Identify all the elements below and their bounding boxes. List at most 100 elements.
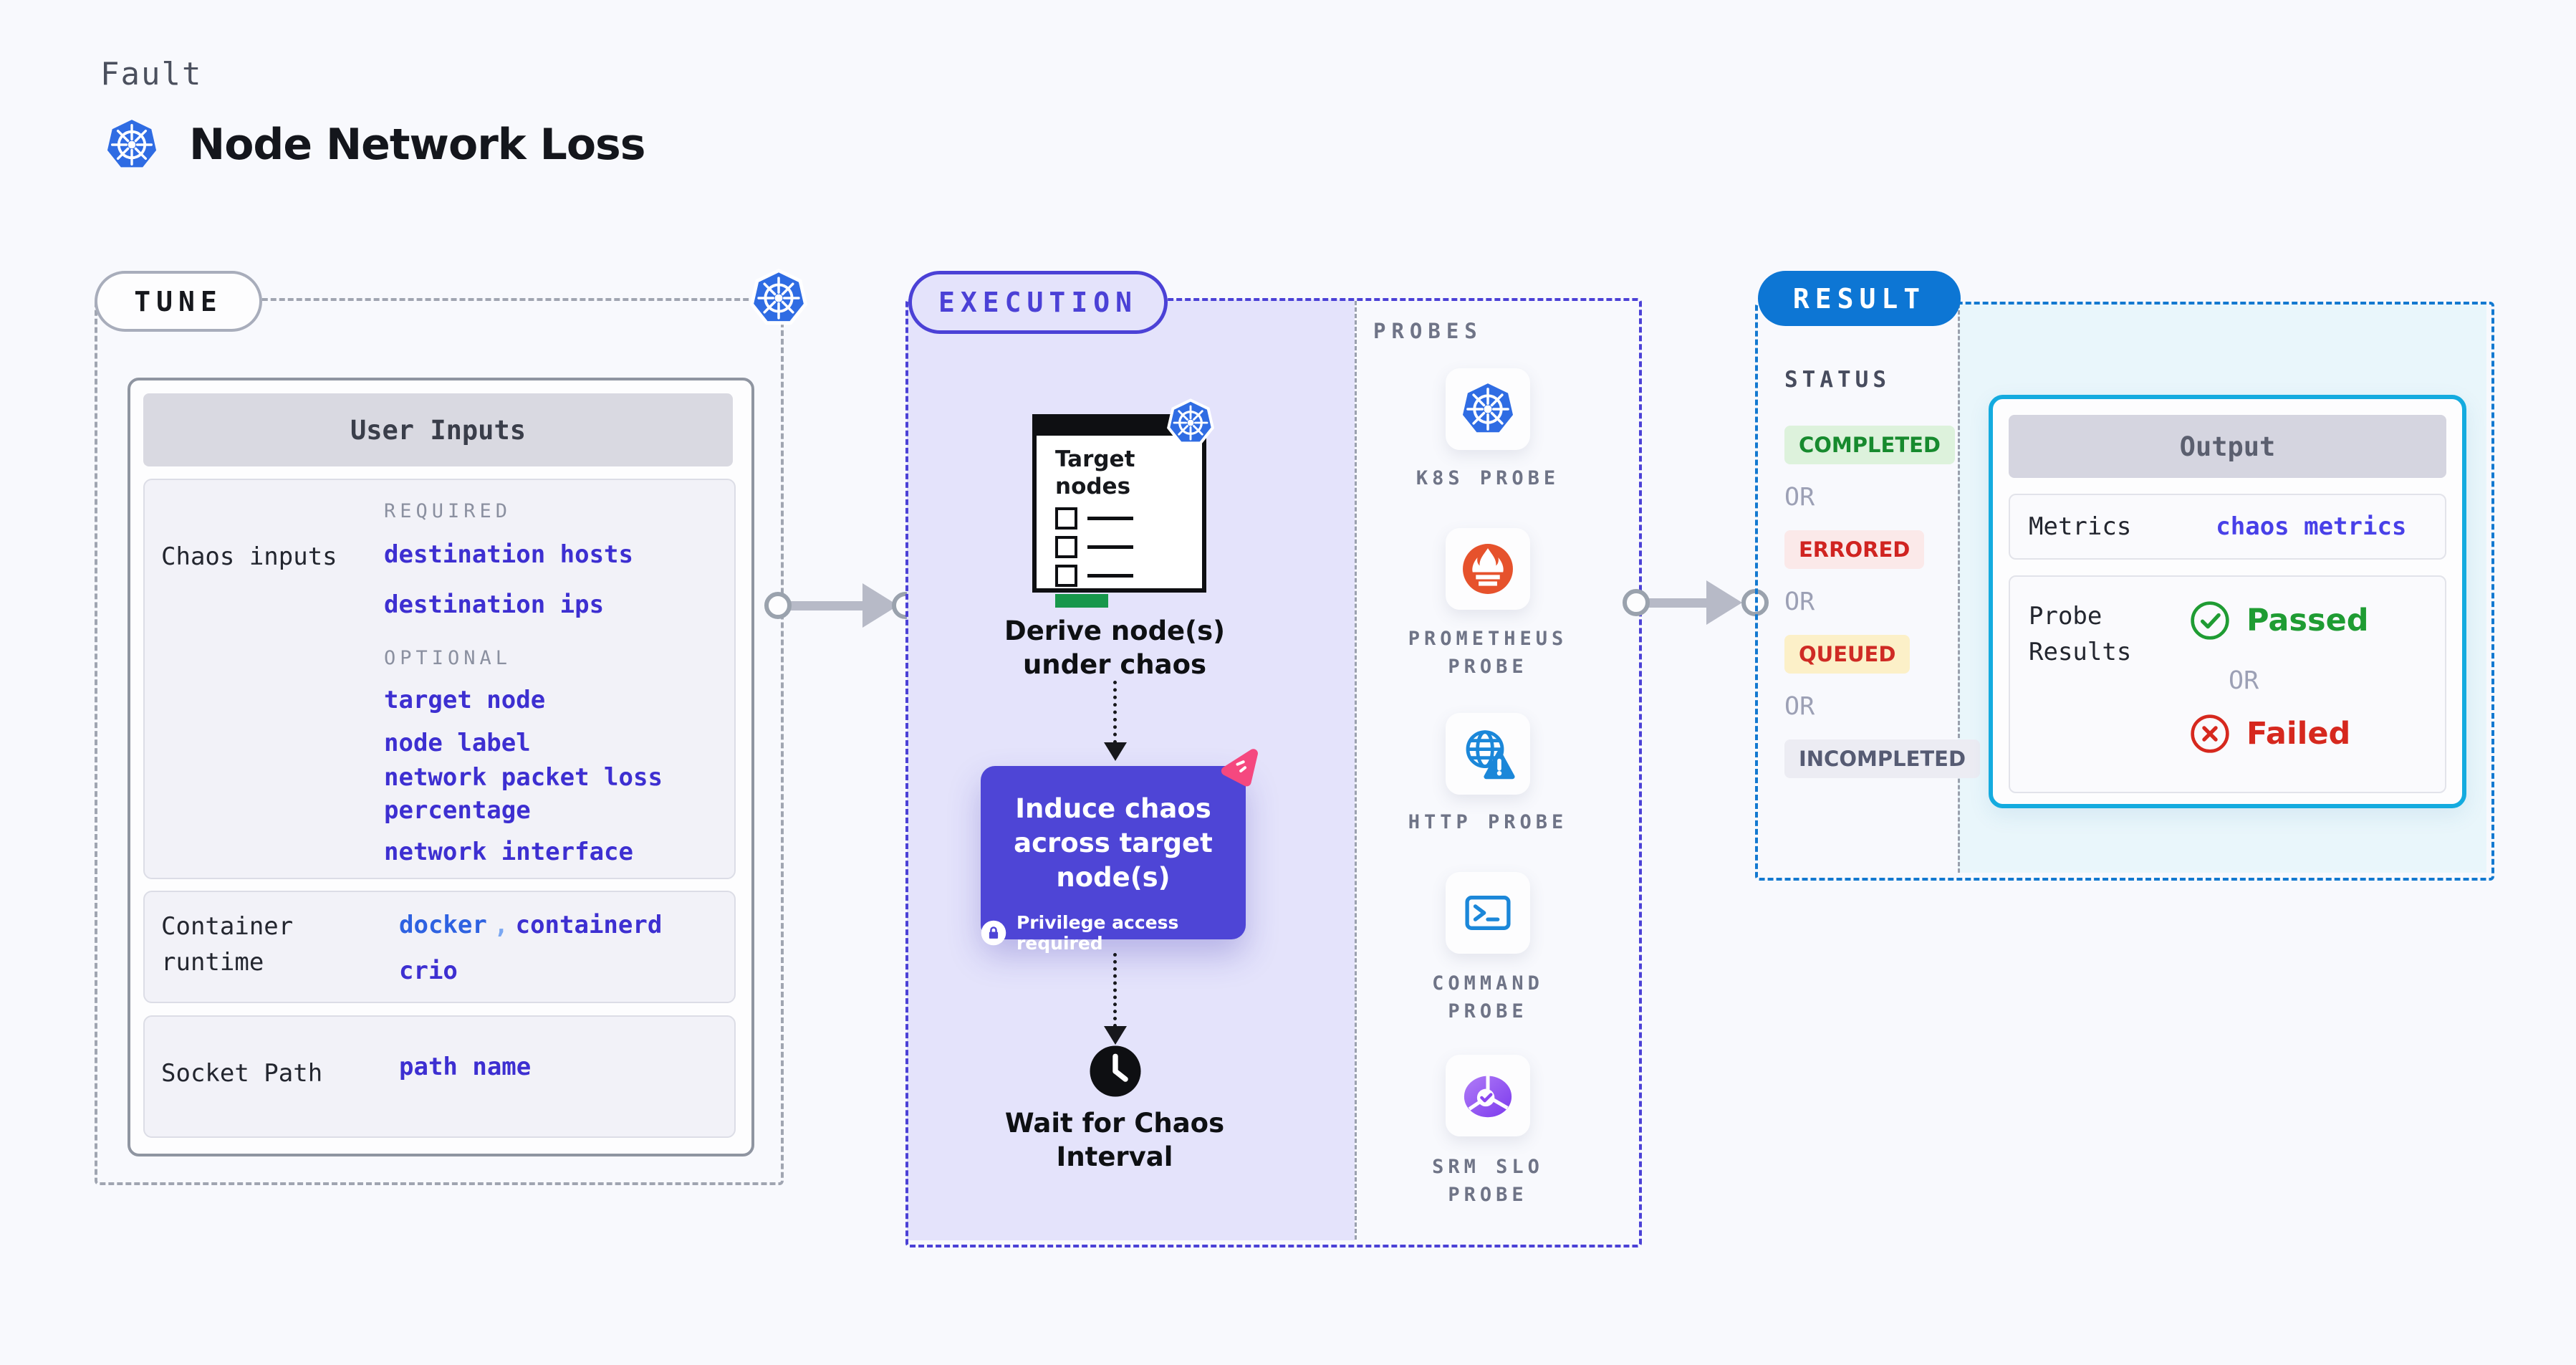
required-heading: REQUIRED — [384, 500, 512, 522]
execution-section — [905, 298, 1642, 1247]
value-crio[interactable]: crio — [399, 957, 458, 985]
container-runtime-row — [143, 891, 736, 1003]
output-header: Output — [2009, 415, 2446, 478]
chaos-inputs-label: Chaos inputs — [161, 542, 337, 571]
litmus-chaos-icon — [1221, 749, 1258, 787]
http-probe-label: HTTP PROBE — [1408, 811, 1568, 833]
wait-chaos-label: Wait for Chaos Interval — [1004, 1108, 1225, 1172]
kubernetes-icon — [106, 118, 158, 169]
checkbox-icon — [1055, 565, 1077, 587]
tune-to-execution-arrow — [788, 601, 874, 610]
tune-pill-label: TUNE — [134, 285, 223, 317]
link-target-node[interactable]: target node — [384, 686, 546, 714]
execution-to-result-arrow — [1646, 598, 1718, 608]
link-network-packet-loss-percentage[interactable]: network packet loss percentage — [384, 763, 663, 825]
socket-path-label: Socket Path — [161, 1059, 323, 1088]
result-pill: RESULT — [1758, 271, 1961, 326]
clock-icon — [1090, 1045, 1141, 1097]
tune-section — [95, 298, 784, 1185]
k8s-probe-label: K8S PROBE — [1416, 467, 1560, 489]
optional-heading: OPTIONAL — [384, 647, 512, 669]
probes-separator — [1355, 301, 1357, 1240]
status-badge-incompleted: INCOMPLETED — [1784, 739, 1981, 778]
chaos-inputs-row — [143, 479, 736, 879]
or-label: OR — [1784, 692, 1815, 721]
container-runtime-label: Container runtime — [161, 912, 294, 977]
link-destination-hosts[interactable]: destination hosts — [384, 540, 633, 569]
probes-heading: PROBES — [1373, 319, 1483, 343]
srm-slo-probe-card[interactable] — [1446, 1055, 1530, 1136]
privilege-access-label: Privilege access required — [1016, 912, 1179, 954]
prometheus-probe-label: PROMETHEUS PROBE — [1408, 628, 1568, 678]
checkbox-row — [1055, 565, 1202, 587]
failed-label: Failed — [2246, 716, 2351, 752]
checkbox-icon — [1055, 507, 1077, 530]
k8s-probe-card[interactable] — [1446, 368, 1530, 450]
link-node-label[interactable]: node label — [384, 729, 531, 757]
value-path-name[interactable]: path name — [399, 1053, 532, 1081]
link-network-interface[interactable]: network interface — [384, 838, 633, 866]
line — [1087, 517, 1133, 520]
line — [1087, 574, 1133, 578]
kubernetes-icon — [1461, 382, 1514, 434]
passed-label: Passed — [2246, 603, 2369, 638]
user-inputs-header: User Inputs — [143, 393, 733, 466]
status-heading: STATUS — [1784, 367, 1890, 393]
user-inputs-title: User Inputs — [350, 414, 527, 446]
fault-eyebrow: Fault — [100, 56, 203, 92]
output-box: Output Metrics chaos metrics Probe Resul… — [1989, 395, 2466, 808]
probe-results-row: Probe Results Passed OR Failed — [2009, 575, 2446, 793]
or-label: OR — [2229, 666, 2259, 695]
prometheus-probe-card[interactable] — [1446, 528, 1530, 610]
or-label: OR — [1784, 483, 1815, 512]
socket-path-row — [143, 1015, 736, 1138]
flow-connector — [1113, 681, 1117, 744]
http-probe-card[interactable] — [1446, 713, 1530, 795]
link-destination-ips[interactable]: destination ips — [384, 590, 605, 619]
execution-pill: EXECUTION — [908, 271, 1168, 334]
value-containerd[interactable]: containerd — [515, 911, 663, 939]
probe-results-label: Probe Results — [2029, 602, 2132, 666]
induce-chaos-title: Induce chaos across target node(s) — [1014, 793, 1213, 893]
target-nodes-card: Target nodes — [1032, 414, 1206, 608]
output-title: Output — [2179, 431, 2276, 462]
command-probe-label: COMMAND PROBE — [1432, 972, 1544, 1022]
passed-check-icon — [2191, 601, 2229, 640]
lock-icon — [981, 920, 1006, 946]
arrow-down-icon — [1104, 742, 1127, 761]
kubernetes-icon — [1164, 396, 1217, 449]
failed-x-icon — [2191, 714, 2229, 753]
prometheus-icon — [1463, 544, 1513, 594]
result-separator — [1958, 304, 1960, 873]
status-badge-completed: COMPLETED — [1784, 426, 1956, 464]
page-title: Node Network Loss — [189, 120, 645, 170]
metrics-value-link[interactable]: chaos metrics — [2216, 512, 2407, 541]
globe-warning-icon — [1466, 730, 1515, 780]
slo-pie-icon — [1464, 1075, 1512, 1118]
checkbox-row — [1055, 507, 1202, 530]
checkbox-row — [1055, 536, 1202, 558]
connector-dot — [764, 592, 792, 619]
derive-nodes-label: Derive node(s) under chaos — [1004, 616, 1225, 680]
target-nodes-title: Target nodes — [1055, 446, 1135, 499]
value-separator: , — [494, 911, 509, 939]
arrow-down-icon — [1104, 1026, 1127, 1045]
srm-slo-probe-label: SRM SLO PROBE — [1432, 1156, 1544, 1206]
terminal-icon — [1465, 896, 1511, 930]
status-badge-errored: ERRORED — [1784, 530, 1925, 569]
kubernetes-icon — [746, 266, 811, 330]
or-label: OR — [1784, 588, 1815, 616]
value-docker[interactable]: docker — [399, 911, 487, 939]
status-badge-queued: QUEUED — [1784, 635, 1911, 674]
induce-chaos-box: Induce chaos across target node(s) Privi… — [981, 766, 1246, 954]
result-pill-label: RESULT — [1792, 282, 1926, 315]
command-probe-card[interactable] — [1446, 872, 1530, 954]
checkbox-icon — [1055, 536, 1077, 558]
tune-pill: TUNE — [95, 271, 262, 332]
execution-pill-label: EXECUTION — [938, 287, 1138, 318]
connector-dot — [1623, 589, 1650, 616]
progress-bar — [1055, 594, 1108, 608]
result-section — [1755, 302, 2494, 881]
metrics-label: Metrics — [2029, 512, 2132, 541]
